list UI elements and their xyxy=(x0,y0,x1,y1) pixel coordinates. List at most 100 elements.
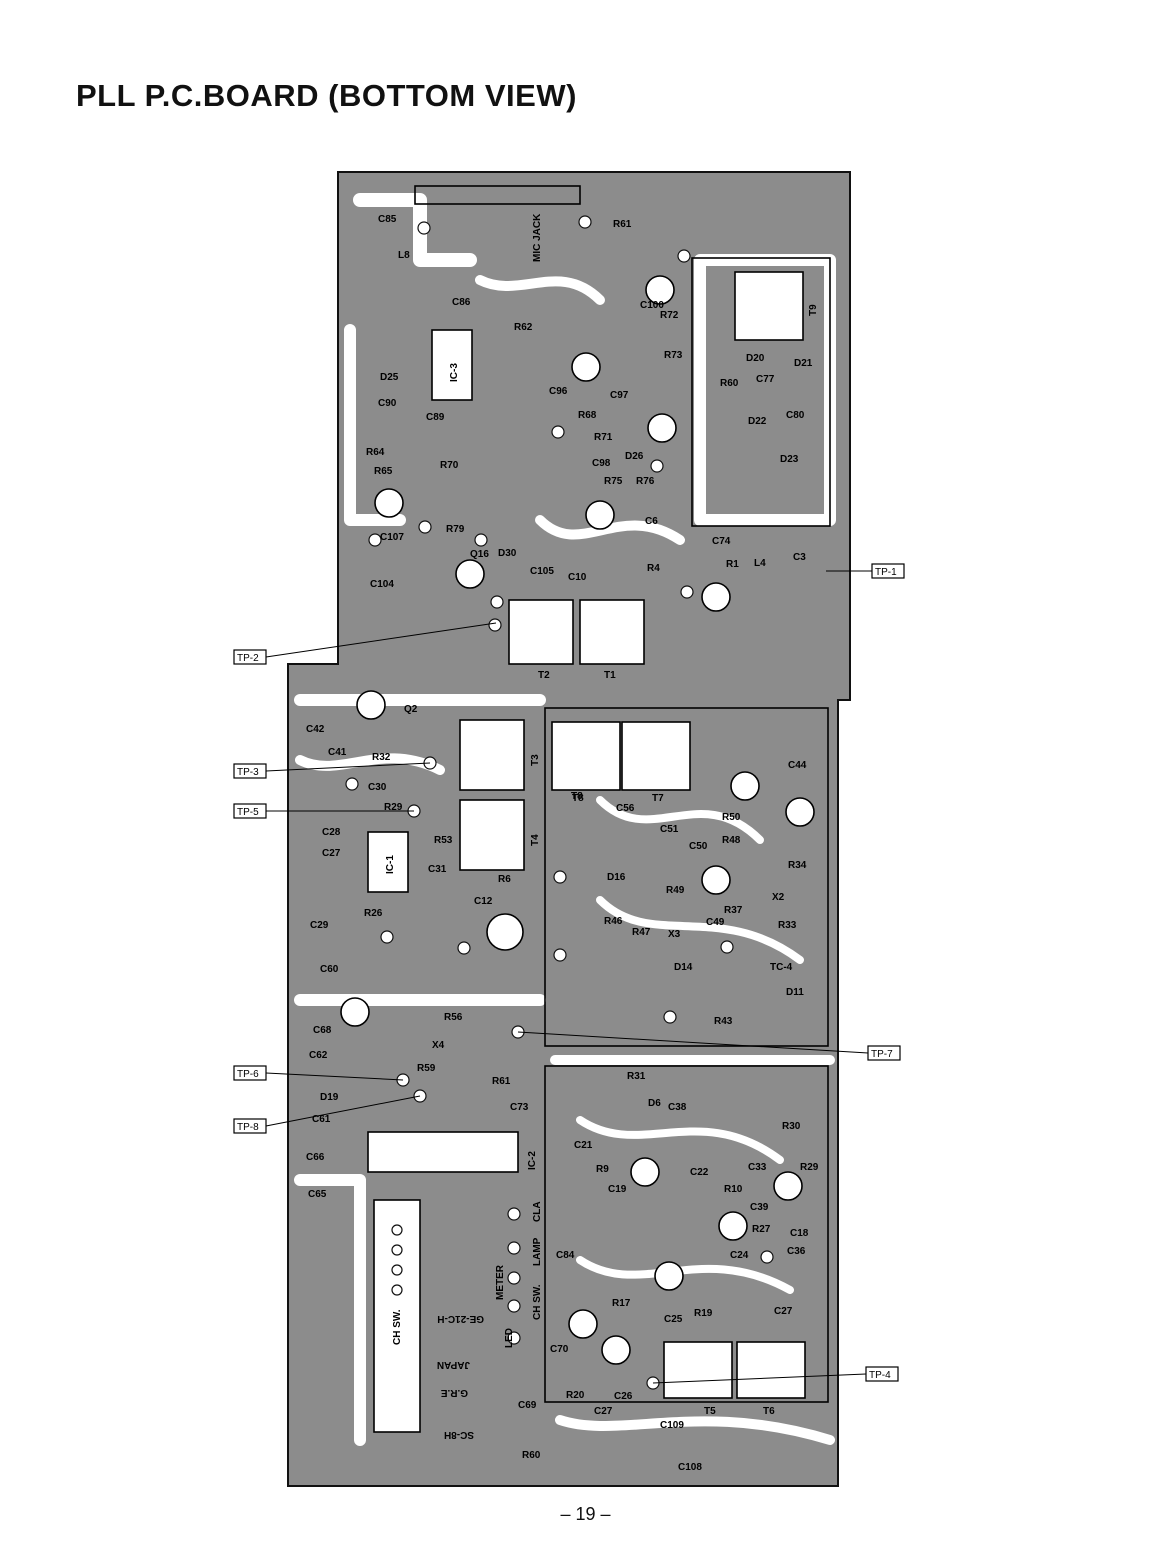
board-print-gre: G.R.E xyxy=(440,1387,468,1398)
terminal-led: LED xyxy=(504,1328,515,1348)
transistor-q3 xyxy=(486,913,524,951)
pads xyxy=(345,215,774,1390)
transistor-q13 xyxy=(601,1335,631,1365)
mic-jack: MIC JACK xyxy=(414,185,581,262)
transistors xyxy=(340,275,815,1365)
label-r33: R34 xyxy=(788,860,807,871)
transformer-t5: T5 xyxy=(663,1341,733,1417)
label-l8: L8 xyxy=(398,250,410,261)
label-c25: C26 xyxy=(614,1391,633,1402)
label-r65: R65 xyxy=(374,466,393,477)
label-r9: R9 xyxy=(596,1164,609,1175)
ic2: IC-2 xyxy=(367,1131,538,1173)
tp1-label: TP-1 xyxy=(875,567,897,578)
label-d19: D20 xyxy=(746,353,765,364)
label-c69: C69 xyxy=(518,1400,537,1411)
label-c75: C77 xyxy=(756,374,775,385)
label-d22: D23 xyxy=(780,454,799,465)
terminal-meter: METER xyxy=(495,1264,506,1300)
label-c17: C19 xyxy=(608,1184,627,1195)
label-r57: R61 xyxy=(492,1076,511,1087)
label-r76: R76 xyxy=(636,476,655,487)
label-r19: R19 xyxy=(694,1308,713,1319)
label-d30: D30 xyxy=(498,548,517,559)
tp6-label: TP-6 xyxy=(237,1069,259,1080)
label-c106: C108 xyxy=(678,1462,702,1473)
label-r56: R60 xyxy=(522,1450,541,1461)
label-r71: R71 xyxy=(594,432,613,443)
label-x4: X4 xyxy=(432,1040,445,1051)
t9-label: T9 xyxy=(808,304,819,316)
label-c56: C56 xyxy=(616,803,635,814)
label-r34: R37 xyxy=(724,905,743,916)
label-c51: C51 xyxy=(660,824,679,835)
label-r48: R53 xyxy=(434,835,453,846)
label-d20: D21 xyxy=(794,358,813,369)
label-c24: C27 xyxy=(774,1306,793,1317)
label-c6: C6 xyxy=(645,516,658,527)
transistor-q11 xyxy=(730,771,760,801)
label-r23: R26 xyxy=(364,908,383,919)
label-c39: C39 xyxy=(750,1202,769,1213)
transformer-t2: T2 xyxy=(508,599,574,681)
label-d16: D16 xyxy=(607,872,626,883)
t6-label: T6 xyxy=(763,1406,775,1417)
board-print: GE-21C-H JAPAN G.R.E SC-8H xyxy=(437,1313,484,1440)
label-r43: R49 xyxy=(666,885,685,896)
label-c72: C74 xyxy=(712,536,731,547)
pcb-diagram: MIC JACK IC-3 IC-1 IC-2 CH SW. T1 T2 T3 … xyxy=(233,171,905,1487)
label-d6: D6 xyxy=(648,1098,661,1109)
transistor-q19 xyxy=(585,500,615,530)
label-r37: R43 xyxy=(714,1016,733,1027)
label-c71: C73 xyxy=(510,1102,529,1113)
label-r17: R17 xyxy=(612,1298,631,1309)
transistor-q7 xyxy=(654,1261,684,1291)
label-c28: C28 xyxy=(322,827,341,838)
ic1: IC-1 xyxy=(367,831,409,893)
transformer-t1: T1 xyxy=(579,599,645,681)
tp2-label: TP-2 xyxy=(237,653,259,664)
transistor-q8 xyxy=(568,1309,598,1339)
t7-label: T7 xyxy=(652,793,664,804)
label-c42: C42 xyxy=(306,724,325,735)
label-r75: R75 xyxy=(604,476,623,487)
label-c61: C61 xyxy=(312,1114,331,1125)
label-c95: C97 xyxy=(610,390,629,401)
label-r31: R32 xyxy=(372,752,391,763)
label-d24: D25 xyxy=(380,372,399,383)
label-r1: R1 xyxy=(726,559,739,570)
label-r55: R59 xyxy=(417,1063,436,1074)
label-r44: R50 xyxy=(722,812,741,823)
transformer-t6: T6 xyxy=(736,1341,806,1417)
label-c50: C50 xyxy=(689,841,708,852)
board-print-sc8h: SC-8H xyxy=(444,1429,474,1440)
transistor-q16 xyxy=(455,559,485,589)
label-c16: C18 xyxy=(790,1228,809,1239)
label-c62: C62 xyxy=(309,1050,328,1061)
label-r6: R6 xyxy=(498,874,511,885)
transformer-t7: T7 xyxy=(621,721,691,804)
label-r4: R4 xyxy=(647,563,660,574)
ic3-label: IC-3 xyxy=(449,363,460,382)
transistor-q1 xyxy=(701,582,731,612)
label-r62: R62 xyxy=(514,322,533,333)
label-c12: C12 xyxy=(474,896,493,907)
label-r20: R20 xyxy=(566,1390,585,1401)
tp8-label: TP-8 xyxy=(237,1122,259,1133)
label-r12: R10 xyxy=(724,1184,743,1195)
t5-label: T5 xyxy=(704,1406,716,1417)
t8-label: T8 xyxy=(572,793,584,804)
label-r27: R27 xyxy=(752,1224,771,1235)
transistor-q14 xyxy=(374,488,404,518)
terminal-ch-sw: CH SW. xyxy=(532,1284,543,1320)
transformer-t9: T9 xyxy=(734,271,819,341)
transistor-q2 xyxy=(356,690,386,720)
transistor-q6 xyxy=(718,1211,748,1241)
label-r30: R31 xyxy=(627,1071,646,1082)
transistor-q17 xyxy=(647,413,677,443)
label-r60: R60 xyxy=(720,378,739,389)
label-c103: C105 xyxy=(530,566,554,577)
label-c68: C68 xyxy=(313,1025,332,1036)
label-c18: C21 xyxy=(574,1140,593,1151)
label-r40: R46 xyxy=(604,916,623,927)
